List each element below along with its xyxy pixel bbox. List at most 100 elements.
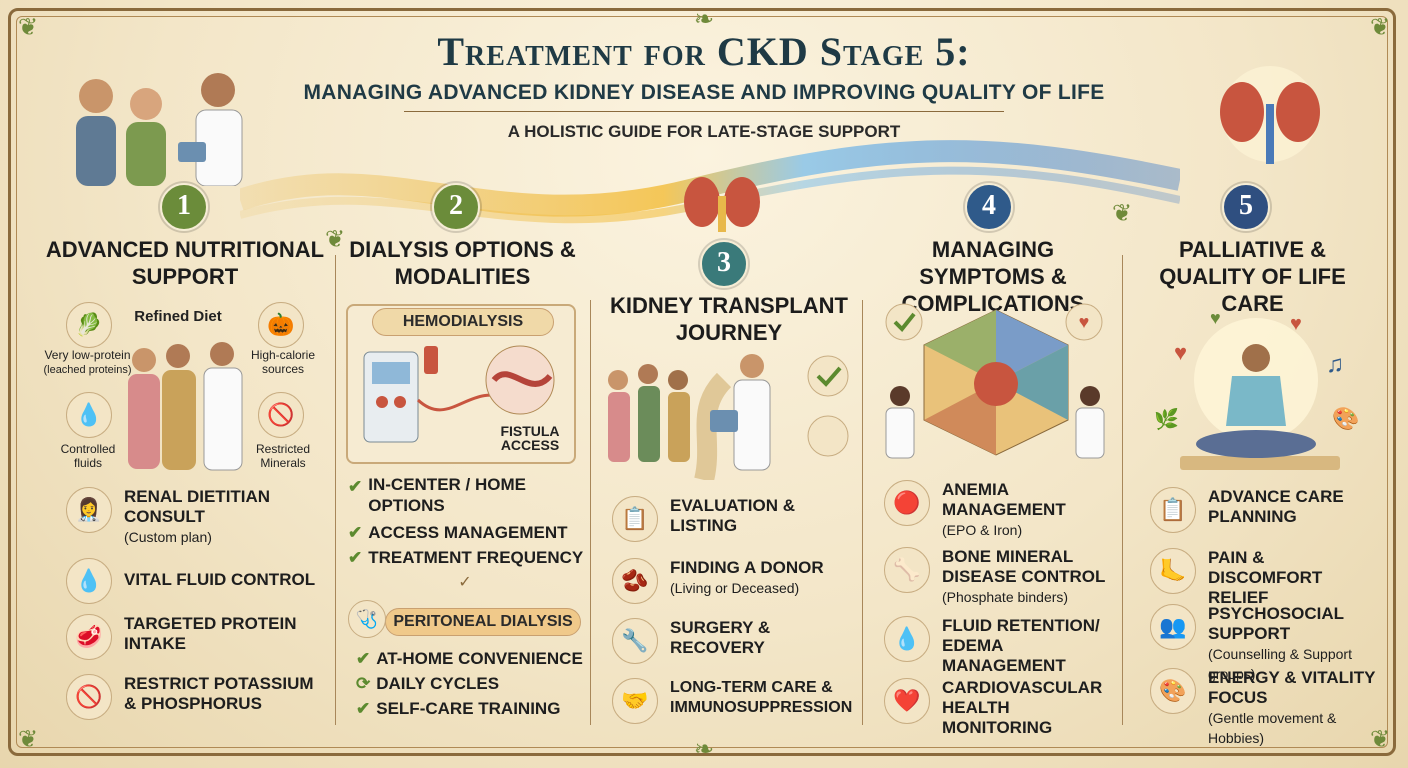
step-badge-1: 1 — [160, 183, 208, 231]
cycle-icon: ⟳ — [356, 674, 371, 693]
list-item: 💧 Vital Fluid Control — [66, 558, 326, 604]
svg-text:♥: ♥ — [1210, 308, 1221, 328]
list-item: 💧 Fluid Retention/ Edema Management — [884, 616, 1120, 676]
high-calorie-label: High-calorie sources — [250, 348, 316, 376]
page-tagline: A Holistic Guide for Late-Stage Support — [507, 122, 901, 141]
palette-icon: 🎨 — [1150, 668, 1196, 714]
meditation-wellbeing-illustration: ♥ ♥ ♥ ♫ 🎨 🌿 — [1154, 308, 1359, 470]
hemodialysis-options-list: ✔In-Center / Home Options ✔Access Manage… — [348, 474, 588, 570]
list-item: 📋 Advance Care Planning — [1150, 487, 1378, 533]
hemodialysis-label: Hemodialysis — [372, 308, 554, 336]
column-divider — [1122, 255, 1123, 725]
handshake-icon: 🤝 — [612, 678, 658, 724]
svg-text:♥: ♥ — [1079, 312, 1090, 332]
fluid-drop-icon: 💧 — [884, 616, 930, 662]
bone-icon: 🦴 — [884, 547, 930, 593]
column-title-3: Kidney Transplant Journey — [610, 293, 848, 345]
check-icon: ✔ — [348, 523, 363, 542]
corner-leaf-icon: ❦ — [17, 726, 39, 753]
list-item: 🫘 Finding a Donor(Living or Deceased) — [612, 558, 857, 604]
corner-leaf-icon: ❦ — [1369, 14, 1391, 41]
list-item: 🦴 Bone Mineral Disease Control(Phosphate… — [884, 547, 1120, 607]
iv-bag-icon: 🩺 — [348, 600, 386, 638]
protein-icon: 🥩 — [66, 614, 112, 660]
water-drop-icon: 💧 — [66, 558, 112, 604]
list-item: 👩‍⚕️ Renal Dietitian Consult(Custom plan… — [66, 487, 326, 547]
svg-text:♥: ♥ — [1290, 313, 1302, 335]
blood-cell-icon: 🔴 — [884, 480, 930, 526]
peritoneal-dialysis-label: Peritoneal Dialysis — [385, 608, 581, 636]
list-item: ✔Access Management — [348, 520, 588, 545]
symptoms-hexagon-illustration: ♥ — [885, 303, 1105, 459]
fistula-access-label: Fistula Access — [500, 423, 560, 453]
step-badge-3: 3 — [700, 240, 748, 288]
list-item: 🦶 Pain & Discomfort Relief — [1150, 548, 1378, 608]
kidney-donor-icon: 🫘 — [612, 558, 658, 604]
list-item: ✔Self-Care Training — [356, 699, 561, 718]
glowing-kidneys-illustration — [1220, 66, 1320, 164]
step-badge-5: 5 — [1222, 183, 1270, 231]
svg-text:♫: ♫ — [1326, 351, 1344, 378]
surgery-tools-icon: 🔧 — [612, 618, 658, 664]
svg-text:🌿: 🌿 — [1154, 407, 1179, 431]
patients-with-doctor-illustration — [128, 342, 243, 471]
list-item: 🥩 Targeted Protein Intake — [66, 614, 326, 660]
restricted-minerals-label: Restricted Minerals — [255, 442, 311, 470]
list-item: ⟳Daily Cycles — [356, 674, 500, 693]
corner-leaf-icon: ❦ — [1369, 726, 1391, 753]
column-divider — [862, 300, 863, 725]
list-item: 🚫 Restrict Potassium & Phosphorus — [66, 674, 326, 720]
fluid-drop-icon: 💧 — [66, 392, 112, 438]
column-divider — [590, 300, 591, 725]
support-group-icon: 👥 — [1150, 604, 1196, 650]
check-icon: ✔ — [348, 548, 363, 567]
no-potassium-icon: 🚫 — [66, 674, 112, 720]
step-badge-4: 4 — [965, 183, 1013, 231]
svg-text:♥: ♥ — [1174, 340, 1187, 365]
patients-doctor-illustration — [76, 73, 243, 186]
list-item: 🔴 Anemia Management(EPO & Iron) — [884, 480, 1120, 540]
bottom-ornament-icon: ❧ — [693, 736, 715, 763]
list-item: ✔In-Center / Home Options — [348, 475, 526, 515]
column-title-1: Advanced Nutritional Support — [45, 237, 325, 289]
check-ornament-icon: ✓ — [458, 574, 472, 591]
corner-leaf-icon: ❦ — [17, 14, 39, 41]
list-item: 📋 Evaluation & Listing — [612, 496, 857, 542]
page-title: Treatment for CKD Stage 5: — [437, 29, 971, 74]
controlled-fluids-label: Controlled fluids — [60, 442, 116, 470]
inner-frame — [16, 16, 1388, 748]
very-low-protein-label: Very low-protein(leached proteins) — [43, 348, 132, 376]
leaf-sprig-icon: ❦ — [1111, 200, 1133, 227]
pumpkin-icon: 🎃 — [258, 302, 304, 348]
list-item: ❤️ Cardiovascular Health Monitoring — [884, 678, 1120, 738]
list-item: 👥 Psychosocial Support(Counselling & Sup… — [1150, 604, 1378, 684]
peritoneal-options-list: ✔At-Home Convenience ⟳Daily Cycles ✔Self… — [356, 646, 586, 721]
outer-frame — [8, 8, 1396, 756]
list-item: 🤝 Long-Term Care & Immunosuppression — [612, 678, 860, 724]
step-badge-2: 2 — [432, 183, 480, 231]
check-icon: ✔ — [356, 699, 371, 718]
dietitian-icon: 👩‍⚕️ — [66, 487, 112, 533]
refined-diet-label: Refined Diet — [134, 308, 222, 325]
check-icon: ✔ — [356, 649, 371, 668]
top-ornament-icon: ❧ — [693, 6, 715, 33]
column-title-2: Dialysis Options & Modalities — [349, 237, 576, 289]
foot-pain-icon: 🦶 — [1150, 548, 1196, 594]
dialysis-machine-illustration — [363, 345, 555, 443]
clipboard-icon: 📋 — [1150, 487, 1196, 533]
kidney-icon — [684, 177, 760, 232]
heart-icon: ❤️ — [884, 678, 930, 724]
header: Treatment for CKD Stage 5: Managing Adva… — [0, 28, 1408, 142]
page-subtitle: Managing Advanced Kidney Disease and Imp… — [303, 81, 1105, 104]
leafy-greens-icon: 🥬 — [66, 302, 112, 348]
title-rule — [404, 111, 1004, 112]
column-divider — [335, 255, 336, 725]
list-item: 🎨 Energy & Vitality Focus(Gentle movemen… — [1150, 668, 1378, 748]
restricted-icon: 🚫 — [258, 392, 304, 438]
transplant-journey-illustration — [608, 354, 849, 480]
leaf-sprig-icon: ❦ — [324, 226, 346, 253]
list-item: 🔧 Surgery & Recovery — [612, 618, 857, 664]
list-item: ✔Treatment Frequency — [348, 545, 588, 570]
svg-text:🎨: 🎨 — [1332, 405, 1359, 431]
